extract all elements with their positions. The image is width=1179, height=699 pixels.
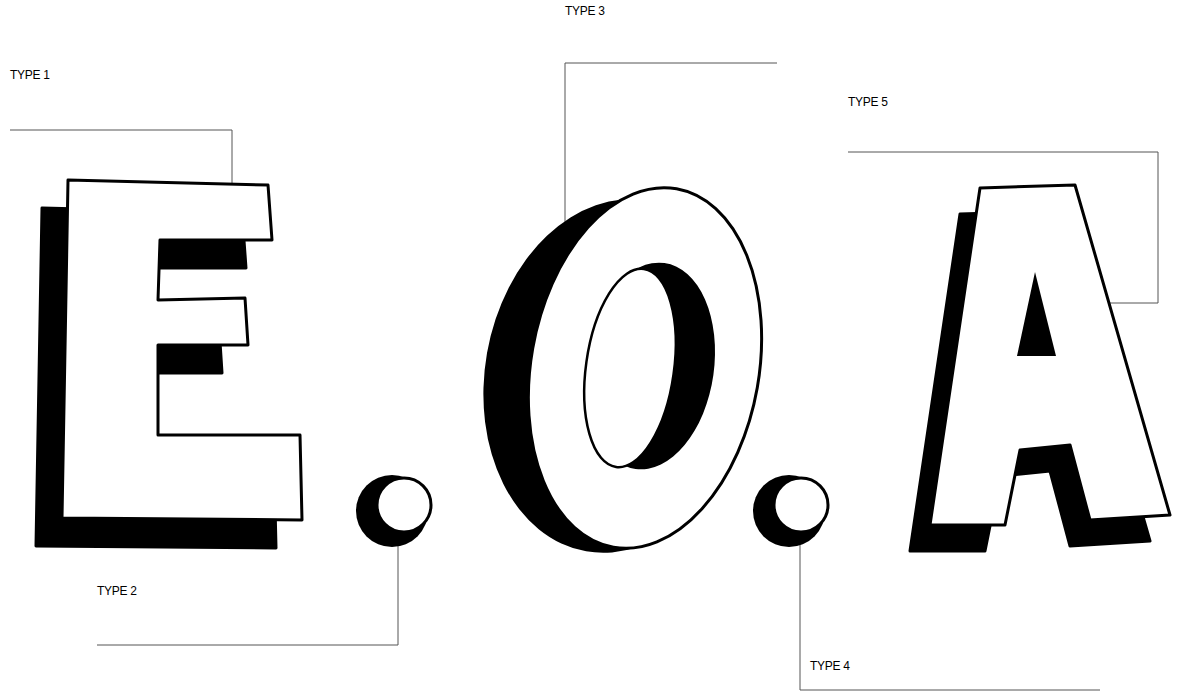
type-label: TYPE 4 (810, 659, 850, 673)
dot-1 (356, 475, 431, 547)
leader-line (800, 545, 1100, 690)
type-label: TYPE 5 (848, 95, 888, 109)
letter-a (910, 185, 1170, 551)
dot-2 (753, 475, 828, 547)
letter-e (36, 180, 302, 548)
type-label: TYPE 2 (97, 584, 137, 598)
type-label: TYPE 3 (565, 4, 605, 18)
type-label: TYPE 1 (10, 68, 50, 82)
leader-line (97, 545, 398, 645)
letter-o (456, 169, 789, 574)
